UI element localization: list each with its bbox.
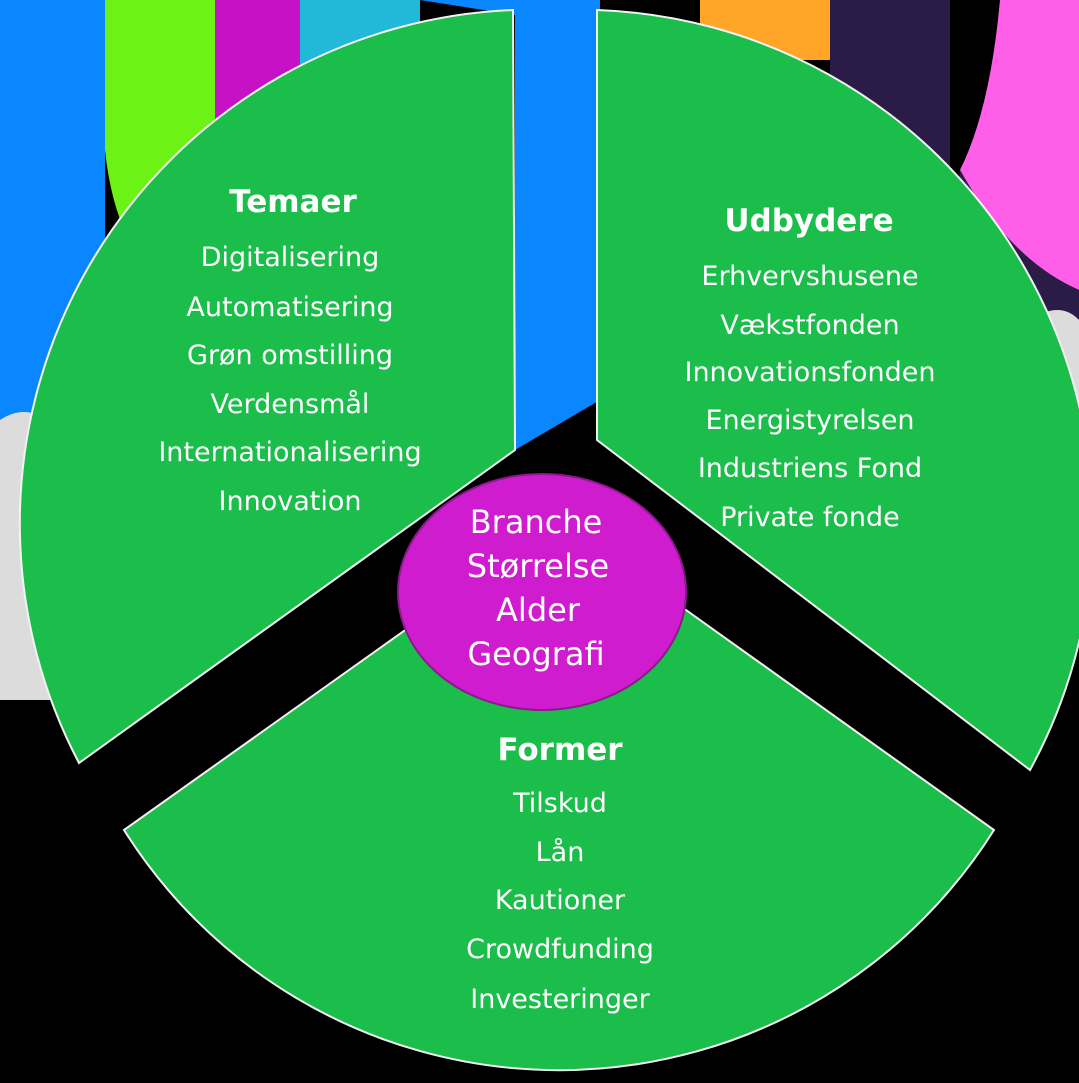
udbydere-item: Erhvervshusene [701,261,918,292]
udbydere-group: Udbydere Erhvervshusene Vækstfonden Inno… [684,203,935,533]
temaer-item: Verdensmål [211,389,370,420]
center-item: Branche [470,503,603,541]
temaer-group: Temaer Digitalisering Automatisering Grø… [158,184,421,517]
center-ellipse [397,473,687,711]
former-group: Former Tilskud Lån Kautioner Crowdfundin… [466,732,654,1015]
temaer-item: Grøn omstilling [187,340,393,371]
udbydere-item: Private fonde [720,502,900,533]
former-item: Lån [536,837,585,868]
temaer-item: Innovation [219,486,362,517]
segment-udbydere [596,8,1079,772]
pink-shape [950,0,1079,290]
former-item: Investeringer [470,984,650,1015]
udbydere-item: Innovationsfonden [684,357,935,388]
temaer-item: Digitalisering [201,242,380,273]
center-item: Alder [496,591,581,629]
blue-stripe-middle [420,0,600,450]
segment-former [122,518,996,1072]
temaer-item: Internationalisering [158,437,421,468]
udbydere-item: Vækstfonden [720,310,899,341]
center-item: Størrelse [467,547,609,585]
temaer-title: Temaer [229,184,357,220]
center-group: Branche Størrelse Alder Geografi [467,503,609,673]
udbydere-title: Udbydere [724,203,893,239]
center-item: Geografi [467,635,604,673]
former-item: Crowdfunding [466,934,654,965]
temaer-item: Automatisering [186,292,393,323]
former-item: Tilskud [512,788,607,819]
udbydere-item: Energistyrelsen [705,405,914,436]
segment-temaer [18,8,517,765]
udbydere-item: Industriens Fond [698,453,922,484]
former-title: Former [497,732,623,768]
former-item: Kautioner [495,885,626,916]
